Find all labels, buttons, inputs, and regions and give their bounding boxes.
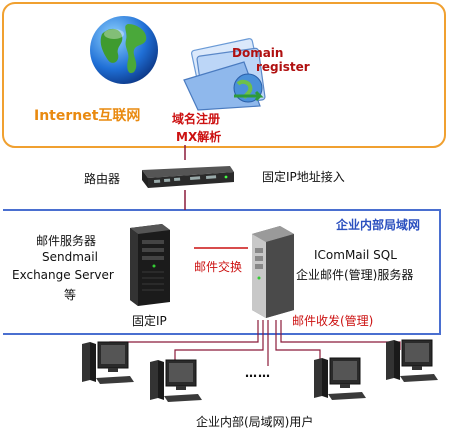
mail-exchange-label: 邮件交换 [194, 260, 243, 274]
domain-folder-icon [183, 38, 266, 111]
mx-resolve-label: MX解析 [176, 130, 222, 144]
user-pc-icon [386, 339, 438, 382]
dns-register-label: 域名注册 [172, 112, 221, 126]
globe-icon [90, 16, 158, 84]
mail-send-receive-label: 邮件收发(管理) [292, 314, 374, 328]
user-pc-icon [314, 357, 366, 400]
icommail-label-2: 企业邮件(管理)服务器 [296, 268, 414, 282]
router-label: 路由器 [84, 172, 121, 186]
user-pc-icon [82, 341, 134, 384]
mail-server-label-3: Exchange Server [12, 268, 114, 282]
lan-users-label: 企业内部(局域网)用户 [196, 415, 314, 429]
fixed-ip-label: 固定IP [132, 314, 167, 328]
lan-zone-box [3, 209, 441, 335]
domain-register-line2: register [256, 60, 310, 74]
domain-register-line1: Domain [232, 46, 284, 60]
internet-zone-box [2, 2, 446, 148]
mail-server-label-2: Sendmail [42, 250, 98, 264]
lan-zone-title: 企业内部局域网 [336, 218, 421, 232]
fixed-ip-connection-label: 固定IP地址接入 [262, 170, 345, 184]
mail-server-label-1: 邮件服务器 [36, 234, 97, 248]
icommail-server-icon [252, 226, 294, 318]
icommail-label-1: IComMail SQL [314, 248, 397, 262]
mail-server-icon [130, 224, 170, 306]
mail-server-label-4: 等 [64, 288, 77, 302]
user-pc-icon [150, 359, 202, 402]
internet-zone-title: Internet互联网 [34, 108, 141, 124]
router-icon [142, 166, 234, 188]
more-users-ellipsis: …… [245, 366, 271, 380]
